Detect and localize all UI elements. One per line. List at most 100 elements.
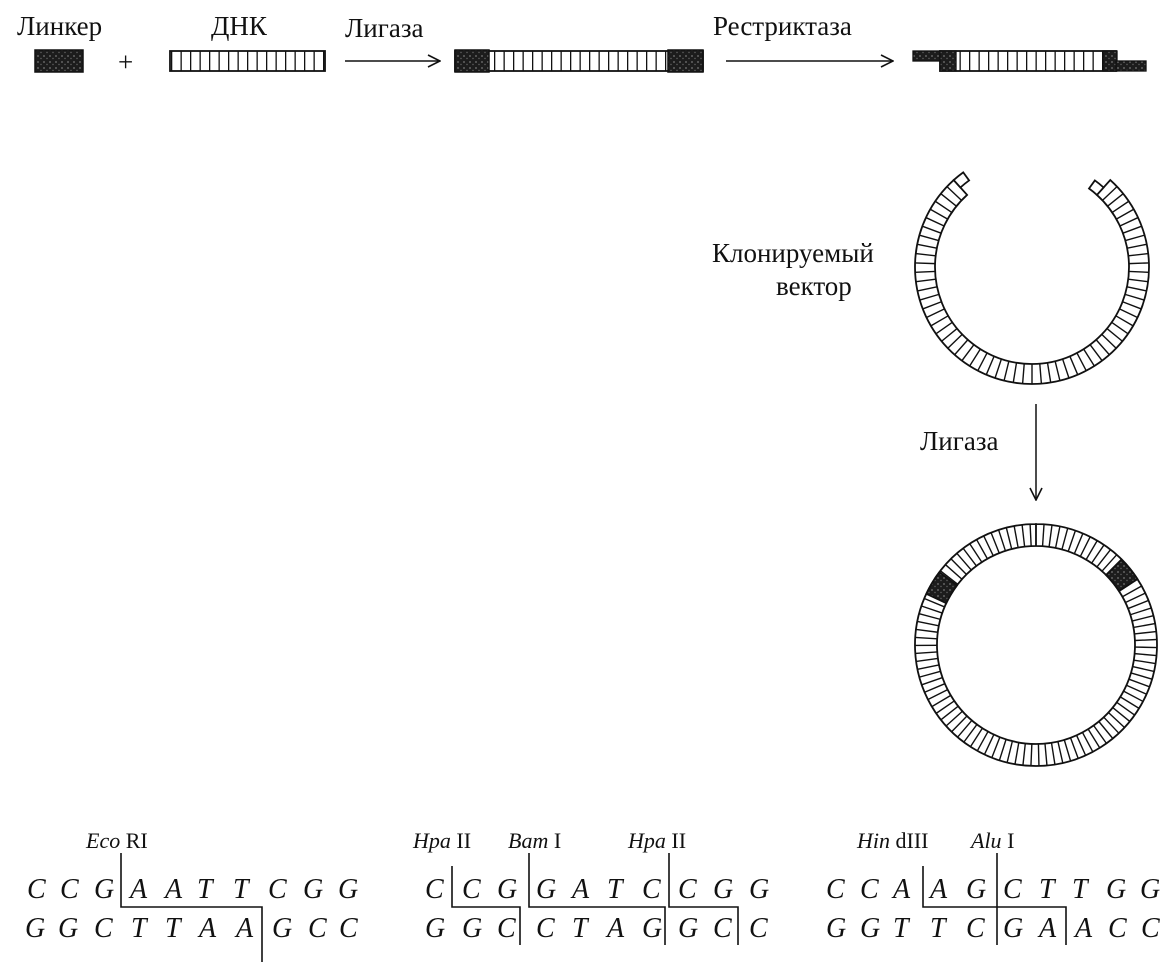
recombinant-ring-body-tick <box>1112 707 1131 723</box>
hindiii-bottom-strand-base: C <box>966 913 985 944</box>
vector-ring-body-tick <box>915 270 936 274</box>
recombinant-ring-body-tick <box>1037 743 1040 766</box>
vector-ring-body-tick <box>1119 216 1139 227</box>
recombinant-ring-body-tick <box>921 605 943 614</box>
vector-ring-body-tick <box>1115 208 1135 220</box>
vector-ring-body-tick <box>954 339 969 356</box>
bami-top-strand-base: G <box>536 874 557 905</box>
vector-ring-body-tick <box>925 216 945 227</box>
recombinant-ring-body-tick <box>1063 739 1072 762</box>
vector-ring-body-tick <box>1054 361 1061 381</box>
recombinant-ring-body-tick <box>1107 712 1125 729</box>
recombinant-ring-body-tick <box>919 670 941 678</box>
recombinant-ring-body-tick <box>1101 554 1118 572</box>
vector-ring-body-tick <box>1127 243 1147 249</box>
recombinant-ring-body-tick <box>1103 716 1120 734</box>
recombinant-ring-body-tick <box>1091 544 1105 564</box>
plus-sign: + <box>118 47 134 77</box>
recombinant-ring-body-tick <box>991 736 1001 758</box>
vector-ring-body-tick <box>941 328 958 342</box>
hpaii-right-label: Hpa II <box>628 828 687 853</box>
vector-ring-body-tick <box>1119 308 1138 319</box>
ecori-top-strand-base: T <box>197 874 213 905</box>
ecori-top-strand-base: C <box>27 874 46 905</box>
recombinant-ring-body-tick <box>1014 742 1020 765</box>
inserted-linker-right <box>1104 558 1139 593</box>
recombinant-ring-body-tick <box>916 657 939 663</box>
ecori-bottom-strand-base: C <box>94 913 113 944</box>
hindiii-label: Hin dIII <box>857 828 929 853</box>
recombinant-ring-body-tick <box>1067 530 1077 552</box>
recombinant-ring-body-tick <box>915 636 938 640</box>
ecori-bottom-strand-base: T <box>131 913 147 944</box>
recombinant-ring-body-tick <box>983 734 995 755</box>
inserted-linker-left <box>925 570 959 605</box>
cloning-vector-open-ring <box>914 171 1150 385</box>
vector-ring-body-tick <box>969 348 981 367</box>
bami-bottom-strand-base: C <box>749 913 768 944</box>
vector-ring-body-tick <box>915 262 936 265</box>
hindiii-bottom-strand-base: A <box>1075 913 1093 944</box>
bami-bottom-strand-base: G <box>642 913 663 944</box>
recombinant-ring-body-tick <box>1098 721 1114 739</box>
dna-label: ДНК <box>211 11 267 41</box>
ecori-top-strand-base: G <box>338 874 359 905</box>
bami-top-strand-base: C <box>678 874 697 905</box>
vector-ring-body-tick <box>1039 363 1043 384</box>
hindiii-top-strand-base: T <box>1039 874 1055 905</box>
recombinant-ring-body-tick <box>939 570 959 585</box>
vector-ring-body-tick <box>1111 200 1130 214</box>
ecori-bottom-strand-base: G <box>58 913 79 944</box>
linker-left-end <box>454 49 490 73</box>
vector-ring-body-tick <box>915 252 936 257</box>
vector-ring-body-tick <box>1128 262 1149 265</box>
bami-label: Bam I <box>508 828 562 853</box>
hindiii-bottom-strand-base: G <box>1003 913 1024 944</box>
vector-ring-body-tick <box>926 308 945 319</box>
vector-ring-body-tick <box>930 315 949 327</box>
hpaii-left-label: Hpa II <box>413 828 472 853</box>
recombinant-ring-body-tick <box>1054 526 1061 549</box>
ecori-top-strand-base: G <box>303 874 324 905</box>
recombinant-ring-body-tick <box>997 529 1007 552</box>
recombinant-ring-body-tick <box>945 564 963 580</box>
ecori-bottom-strand-base: T <box>165 913 181 944</box>
vector-ring-body-tick <box>1003 361 1010 381</box>
recombinant-ring-body-tick <box>1133 622 1156 629</box>
recombinant-ring-body-tick <box>1021 524 1026 547</box>
hindiii-bottom-strand-base: G <box>860 913 881 944</box>
recombinant-ring-body-tick <box>1075 735 1087 756</box>
recombinant-ring-body-tick <box>1127 599 1149 610</box>
recombinant-ring-body-tick <box>915 628 938 633</box>
ecori-top-strand-base: T <box>233 874 249 905</box>
linker-right-end <box>667 49 704 73</box>
bami-top-strand-base: G <box>497 874 518 905</box>
vector-ring-body-tick <box>947 333 963 349</box>
recombinant-ring-body-tick <box>976 731 989 752</box>
bami-bottom-strand-base: C <box>713 913 732 944</box>
vector-ring-body-tick <box>934 200 953 214</box>
recombinant-ring-body-tick <box>1048 524 1053 547</box>
ecori-label: Eco RI <box>86 828 148 853</box>
vector-ring-body-tick <box>1076 352 1087 372</box>
recombinant-ring-body-tick <box>1122 585 1142 598</box>
hindiii-cut-line <box>922 866 1067 945</box>
vector-ring-body-tick <box>1128 278 1149 283</box>
vector-ring-body-tick <box>994 358 1003 379</box>
vector-ring-body-tick <box>1128 270 1149 274</box>
hpaii-right-cut-line <box>668 853 739 945</box>
vector-ring-body-tick <box>985 356 995 375</box>
hindiii-top-strand-base: C <box>1003 874 1022 905</box>
vector-ring-body-tick <box>1083 348 1095 367</box>
recombinant-ring-body-tick <box>917 664 940 671</box>
recombinant-ring-body-tick <box>931 694 952 708</box>
bami-top-strand-base: A <box>572 874 590 905</box>
recombinant-ring-body-tick <box>1130 672 1153 680</box>
recombinant-ring-body-tick <box>1050 742 1056 765</box>
bami-top-strand-base: G <box>749 874 770 905</box>
bami-top-strand-base: G <box>713 874 734 905</box>
recombinant-ring-body-tick <box>975 539 989 560</box>
ecori-bottom-strand-base: C <box>339 913 358 944</box>
ecori-bottom-strand-base: G <box>272 913 293 944</box>
recombinant-ring-body-tick <box>1022 743 1027 766</box>
